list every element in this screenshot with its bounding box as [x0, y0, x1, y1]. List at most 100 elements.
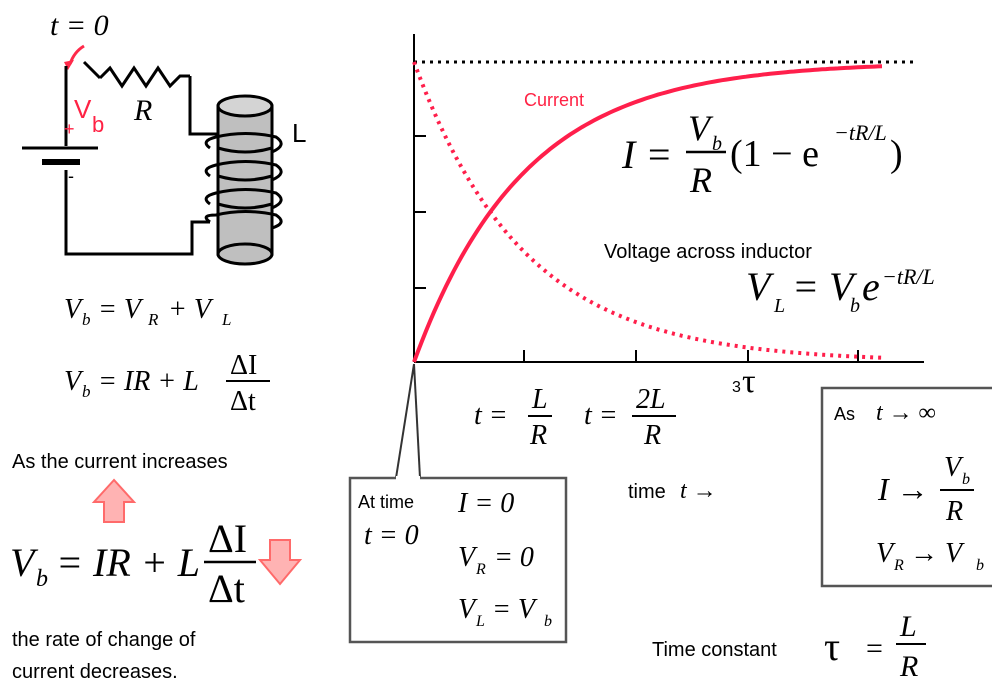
svg-text:): ) — [890, 133, 903, 175]
wire-left-bottom — [64, 170, 210, 256]
rate-change-text-1: the rate of change of — [12, 629, 196, 651]
svg-text:t = 0: t = 0 — [364, 520, 419, 551]
current-equation: I = V b R (1 − e −tR/L ) — [621, 108, 903, 200]
svg-text:b: b — [712, 133, 722, 155]
battery-label: V — [74, 94, 92, 124]
as-current-increases-text: As the current increases — [12, 451, 228, 473]
tick-label-L-over-R: t = L R — [474, 384, 552, 451]
time-constant: Time constant τ = L R — [652, 610, 926, 683]
svg-text:= IR + L: = IR + L — [56, 540, 200, 585]
voltage-equation: V L = V b e −tR/L — [746, 264, 935, 317]
svg-text:At time: At time — [358, 492, 414, 512]
svg-text:b: b — [976, 557, 984, 574]
svg-text:R: R — [899, 650, 918, 683]
current-label: Current — [524, 90, 584, 110]
svg-text:V: V — [944, 452, 964, 483]
svg-text:t =: t = — [584, 400, 618, 431]
svg-text:L: L — [475, 613, 485, 630]
svg-text:= 0: = 0 — [494, 542, 534, 573]
svg-text:t =: t = — [474, 400, 508, 431]
svg-text:= V: = V — [492, 594, 538, 625]
svg-text:(1 − e: (1 − e — [730, 133, 819, 175]
switch-time-label: t = 0 — [50, 9, 109, 42]
svg-text:→ V: → V — [910, 538, 965, 569]
svg-text:−tR/L: −tR/L — [882, 264, 935, 289]
svg-text:b: b — [82, 310, 91, 329]
voltage-label: Voltage across inductor — [604, 241, 812, 263]
svg-text:e: e — [862, 264, 880, 309]
svg-text:I = 0: I = 0 — [457, 488, 514, 519]
inductor-coil — [204, 132, 283, 230]
svg-text:I →: I → — [877, 471, 929, 507]
svg-text:τ: τ — [824, 624, 840, 669]
svg-text:t →: t → — [680, 478, 717, 504]
svg-text:R: R — [475, 561, 486, 578]
svg-text:ΔI: ΔI — [208, 516, 247, 561]
svg-text:b: b — [850, 295, 860, 317]
svg-text:As: As — [834, 404, 855, 424]
svg-text:V: V — [876, 538, 896, 569]
svg-text:R: R — [643, 420, 661, 451]
svg-text:τ: τ — [742, 363, 756, 400]
graph: Current Voltage across inductor I = V b … — [412, 34, 935, 504]
svg-text:b: b — [544, 613, 552, 630]
svg-text:ΔI: ΔI — [230, 350, 257, 381]
voltage-curve — [412, 61, 883, 360]
svg-text:3: 3 — [732, 379, 741, 396]
svg-text:L: L — [899, 610, 917, 643]
switch-arrowhead-icon — [64, 60, 74, 70]
inductor-core-top — [216, 94, 274, 118]
svg-text:Time constant: Time constant — [652, 639, 777, 661]
kirchhoff-eq-2: V b = IR + L ΔI Δt — [64, 350, 270, 417]
battery-label-sub: b — [92, 112, 104, 137]
svg-text:L: L — [221, 310, 231, 329]
t0-pointer-right — [413, 363, 421, 479]
resistor-zigzag — [98, 65, 190, 89]
svg-text:−tR/L: −tR/L — [834, 120, 887, 145]
resistor-label: R — [133, 94, 152, 127]
time-axis-label: time t → — [628, 478, 717, 504]
svg-text:L: L — [531, 384, 548, 415]
svg-text:V: V — [10, 540, 39, 585]
big-kirchhoff-eq: V b = IR + L ΔI Δt — [10, 516, 256, 611]
svg-text:b: b — [962, 471, 970, 488]
svg-text:= IR + L: = IR + L — [98, 366, 199, 397]
svg-text:V: V — [458, 542, 478, 573]
tick-label-2L-over-R: t = 2L R — [584, 384, 676, 451]
down-arrow-icon — [257, 539, 303, 586]
svg-text:= V: = V — [98, 294, 144, 325]
rate-change-text-2: current decreases. — [12, 661, 178, 683]
tick-label-3tau: 3 τ — [732, 363, 756, 400]
t0-pointer-left — [395, 363, 415, 479]
svg-text:+ V: + V — [168, 294, 214, 325]
svg-text:V: V — [688, 108, 714, 148]
svg-text:Δt: Δt — [230, 386, 256, 417]
svg-text:L: L — [773, 295, 785, 317]
svg-text:time: time — [628, 481, 666, 503]
svg-text:R: R — [529, 420, 547, 451]
wire-right-top — [188, 76, 218, 136]
svg-text:R: R — [147, 310, 159, 329]
kirchhoff-eq-1: V b = V R + V L — [64, 294, 231, 329]
svg-text:b: b — [82, 382, 91, 401]
battery-minus: - — [68, 166, 74, 186]
circuit: t = 0 + V b - R — [22, 9, 306, 417]
battery-plus: + — [64, 119, 75, 139]
svg-text:= V: = V — [792, 264, 858, 309]
t0-box: At time t = 0 I = 0 V R = 0 V L = V b — [348, 363, 568, 644]
t-infinity-box: As t → ∞ I → V b R V R → V b — [820, 386, 992, 588]
up-arrow-icon — [91, 478, 137, 523]
svg-text:V: V — [64, 294, 84, 325]
svg-text:R: R — [893, 557, 904, 574]
svg-text:R: R — [945, 496, 963, 527]
inductor-label: L — [292, 118, 306, 148]
svg-text:2L: 2L — [636, 384, 666, 415]
current-curve — [412, 64, 883, 363]
svg-text:V: V — [458, 594, 478, 625]
inductor-core-bottom — [216, 242, 274, 266]
svg-text:=: = — [866, 632, 883, 665]
svg-text:R: R — [689, 160, 712, 200]
svg-text:b: b — [36, 566, 48, 592]
